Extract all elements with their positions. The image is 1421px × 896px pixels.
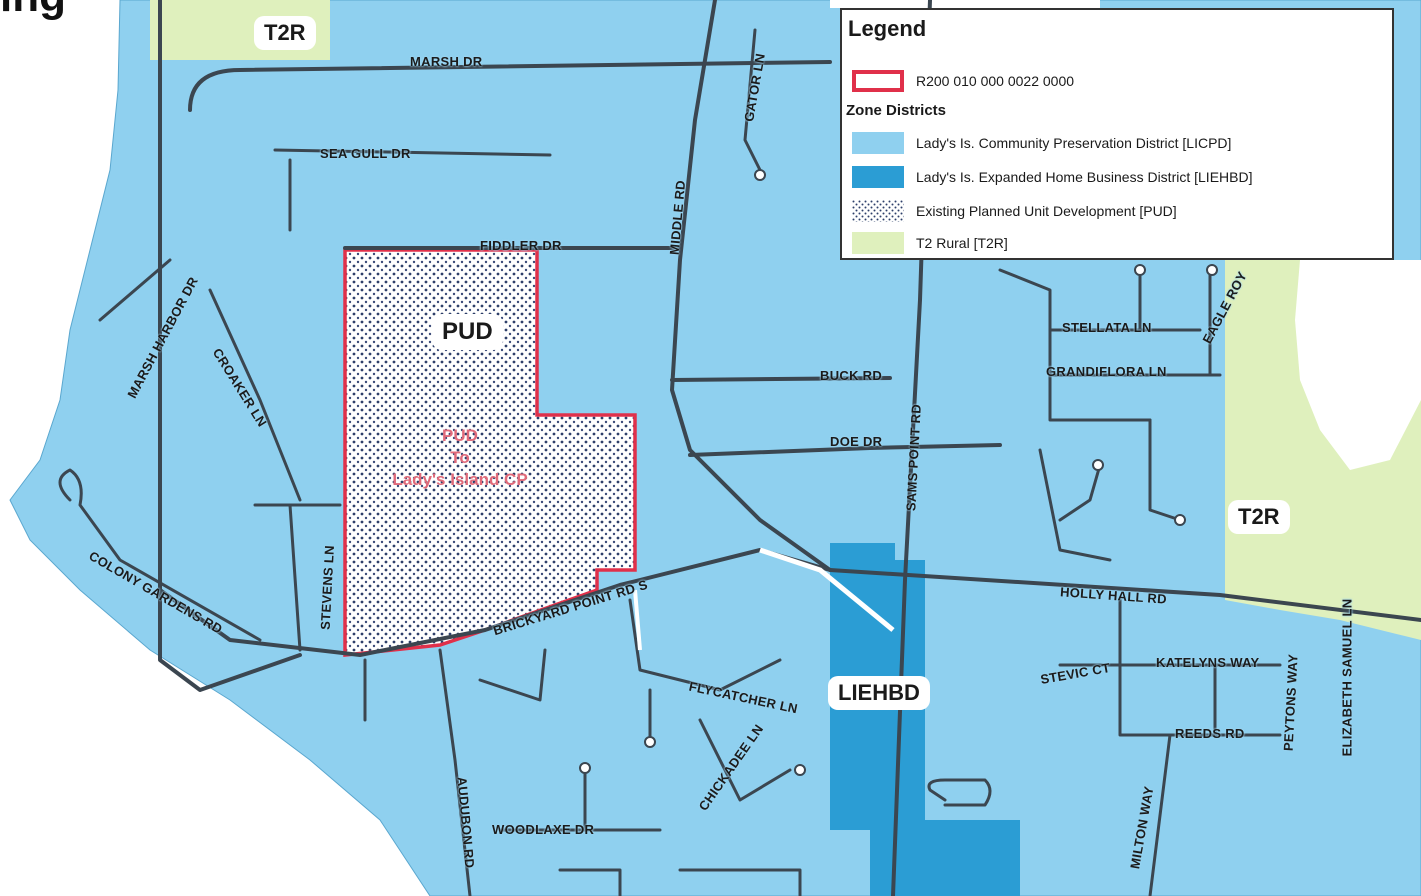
road-label-fiddler-dr: FIDDLER DR xyxy=(480,238,562,253)
road-cul-de-sac-c xyxy=(1038,448,1112,562)
cul-de-sac-dot xyxy=(794,764,806,776)
road-label-elizabeth-samuel-ln: ELIZABETH SAMUEL LN xyxy=(1339,598,1355,757)
map-title-fragment: ing xyxy=(0,0,66,22)
pud-note-line2: To xyxy=(450,448,470,468)
road-label-woodlaxe-dr: WOODLAXE DR xyxy=(492,822,595,837)
road-stevens-ln xyxy=(288,503,302,652)
road-colony-gardens xyxy=(58,468,262,642)
cul-de-sac-dot xyxy=(644,736,656,748)
road-reeds-rd xyxy=(1118,598,1282,737)
road-cul-de-sac-a xyxy=(1148,418,1182,522)
road-connector-white xyxy=(759,547,895,632)
legend-swatch-t2r xyxy=(852,232,904,254)
road-spur-b xyxy=(478,648,547,702)
road-cul-de-sac-b xyxy=(1058,463,1102,522)
road-doe-dr xyxy=(688,443,1002,457)
cul-de-sac-dot xyxy=(1174,514,1186,526)
road-label-buck-rd: BUCK RD xyxy=(820,368,883,383)
cul-de-sac-dot xyxy=(1134,264,1146,276)
road-brickyard-holly-hall xyxy=(158,548,1421,657)
road-spur-white xyxy=(633,589,642,651)
cul-de-sac-dot xyxy=(1206,264,1218,276)
legend-row-licpd: Lady's Is. Community Preservation Distri… xyxy=(852,130,1231,156)
legend-text-parcel: R200 010 000 0022 0000 xyxy=(916,73,1075,89)
road-sea-gull-dr xyxy=(273,148,552,157)
road-label-marsh-dr: MARSH DR xyxy=(410,54,483,69)
legend-row-parcel: R200 010 000 0022 0000 xyxy=(852,68,1074,94)
legend-swatch-licpd xyxy=(852,132,904,154)
zone-tag-t2r-right: T2R xyxy=(1228,500,1290,534)
road-middle-rd xyxy=(670,0,832,572)
white-water-right xyxy=(1295,260,1421,470)
road-stellata-loop xyxy=(998,268,1152,422)
road-chickadee-ln xyxy=(698,718,792,802)
legend-row-t2r: T2 Rural [T2R] xyxy=(852,230,1008,256)
legend-text-licpd: Lady's Is. Community Preservation Distri… xyxy=(916,135,1232,151)
zone-tag-t2r-top: T2R xyxy=(254,16,316,50)
legend-text-liehbd: Lady's Is. Expanded Home Business Distri… xyxy=(916,169,1253,185)
zone-tag-liehbd: LIEHBD xyxy=(828,676,930,710)
legend-swatch-liehbd xyxy=(852,166,904,188)
road-label-katelyns-way: KATELYNS WAY xyxy=(1156,655,1260,670)
road-west-spine xyxy=(158,0,302,692)
road-croaker-ln xyxy=(208,288,302,502)
road-south-b xyxy=(678,868,802,896)
road-label-doe-dr: DOE DR xyxy=(830,434,883,449)
pud-zone xyxy=(343,248,637,657)
road-oval-loop xyxy=(927,778,992,807)
legend-subtitle: Zone Districts xyxy=(846,102,947,119)
cul-de-sac-dot xyxy=(1092,459,1104,471)
road-marsh-harbor xyxy=(98,258,172,322)
road-marsh-dr xyxy=(188,60,832,112)
road-south-a xyxy=(558,868,622,896)
legend-row-liehbd: Lady's Is. Expanded Home Business Distri… xyxy=(852,164,1252,190)
road-label-reeds-rd: REEDS RD xyxy=(1175,726,1245,741)
road-label-stellata-ln: STELLATA LN xyxy=(1062,320,1152,335)
legend-row-pud: Existing Planned Unit Development [PUD] xyxy=(852,198,1177,224)
pud-rezoning-note: PUD To Lady's Island CP xyxy=(345,425,575,491)
pud-note-line3: Lady's Island CP xyxy=(392,470,528,490)
road-milton-way xyxy=(1148,733,1172,896)
road-gator-ln xyxy=(743,28,762,172)
legend-title: Legend xyxy=(848,16,927,41)
legend-swatch-pud xyxy=(852,200,904,222)
road-label-grandiflora-ln: GRANDIFLORA LN xyxy=(1046,364,1167,379)
road-flycatcher-ln xyxy=(628,598,782,692)
zone-tag-pud: PUD xyxy=(432,314,503,350)
legend-text-t2r: T2 Rural [T2R] xyxy=(916,235,1008,251)
road-buck-rd xyxy=(670,376,892,382)
legend-text-pud: Existing Planned Unit Development [PUD] xyxy=(916,203,1177,219)
road-audubon-rd xyxy=(438,648,472,896)
liehbd-zone xyxy=(830,543,1020,896)
pud-note-line1: PUD xyxy=(442,426,478,445)
legend-swatch-parcel xyxy=(852,70,904,92)
road-label-sea-gull-dr: SEA GULL DR xyxy=(320,146,411,161)
cul-de-sac-dot xyxy=(754,169,766,181)
white-water-top xyxy=(830,0,1100,8)
map-legend: Legend R200 010 000 0022 0000 Zone Distr… xyxy=(840,8,1394,260)
cul-de-sac-dot xyxy=(579,762,591,774)
